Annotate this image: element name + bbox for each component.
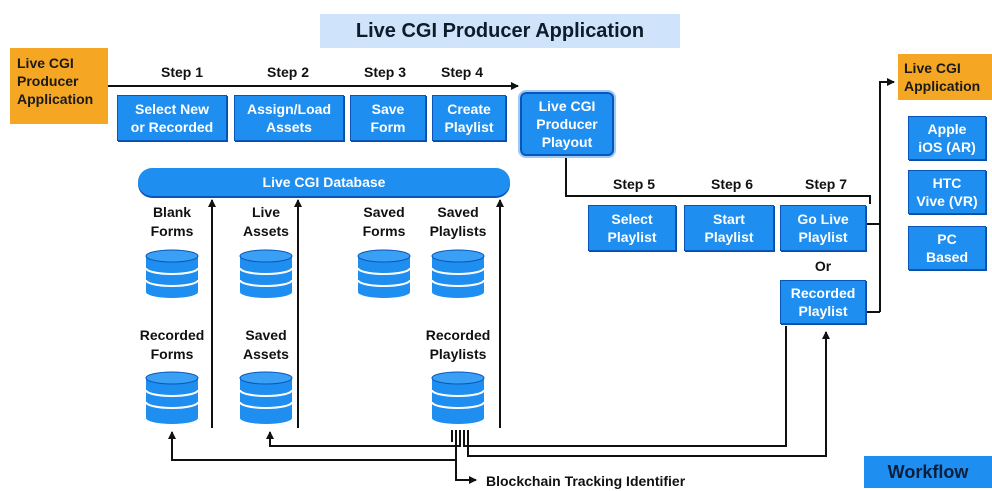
source-app-box: Live CGI Producer Application [10, 48, 108, 124]
platform-htc-line-2: Vive (VR) [916, 193, 978, 209]
source-line-1: Live CGI [17, 55, 74, 71]
saved-playlists-line-2: Playlists [429, 223, 487, 239]
select-playlist-line-1: Select [611, 211, 653, 227]
saved-assets-label: Saved Assets [234, 326, 298, 364]
step-1-label: Step 1 [160, 64, 203, 80]
source-line-2: Producer [17, 73, 79, 89]
saved-playlists-line-1: Saved [437, 204, 479, 220]
saved-forms-label: Saved Forms [352, 203, 416, 241]
target-line-1: Live CGI [904, 60, 961, 76]
step-5-label: Step 5 [612, 176, 655, 192]
saved-playlists-label: Saved Playlists [424, 203, 492, 241]
recorded-playlists-line-1: Recorded [425, 327, 491, 343]
saved-assets-line-2: Assets [243, 346, 289, 362]
blank-forms-line-2: Forms [150, 223, 194, 239]
live-assets-line-1: Live [251, 204, 280, 220]
start-playlist-line-1: Start [713, 211, 745, 227]
recorded-playlist-box: Recorded Playlist [780, 280, 866, 324]
select-new-line-2: or Recorded [130, 119, 214, 135]
start-playlist-line-2: Playlist [704, 229, 754, 245]
recorded-playlist-line-2: Playlist [798, 303, 848, 319]
select-playlist-line-2: Playlist [607, 229, 657, 245]
source-line-3: Application [17, 91, 94, 107]
platform-apple-line-2: iOS (AR) [918, 139, 976, 155]
or-label: Or [814, 258, 832, 274]
playout-line-1: Live CGI [538, 98, 596, 114]
platform-apple-line-1: Apple [927, 121, 967, 137]
step-7-label: Step 7 [804, 176, 847, 192]
playout-line-3: Playout [541, 134, 593, 150]
create-playlist-line-2: Playlist [444, 119, 494, 135]
select-new-line-1: Select New [135, 101, 209, 117]
save-form-line-1: Save [371, 101, 405, 117]
step-4-label: Step 4 [440, 64, 483, 80]
database-bar: Live CGI Database [138, 168, 510, 196]
platform-htc-line-1: HTC [932, 175, 962, 191]
select-playlist-box: Select Playlist [588, 205, 676, 251]
select-new-box: Select New or Recorded [117, 95, 227, 141]
start-playlist-box: Start Playlist [684, 205, 774, 251]
assign-load-box: Assign/Load Assets [234, 95, 344, 141]
recorded-playlists-line-2: Playlists [429, 346, 487, 362]
live-assets-label: Live Assets [234, 203, 298, 241]
recorded-forms-line-1: Recorded [139, 327, 205, 343]
recorded-playlists-label: Recorded Playlists [420, 326, 496, 364]
page-title: Live CGI Producer Application [320, 14, 680, 48]
saved-assets-line-1: Saved [245, 327, 287, 343]
recorded-forms-line-2: Forms [150, 346, 194, 362]
blank-forms-label: Blank Forms [140, 203, 204, 241]
save-form-box: Save Form [350, 95, 426, 141]
save-form-line-2: Form [370, 119, 406, 135]
blank-forms-line-1: Blank [152, 204, 192, 220]
live-assets-line-2: Assets [243, 223, 289, 239]
go-live-line-2: Playlist [798, 229, 848, 245]
assign-load-line-1: Assign/Load [246, 101, 331, 117]
platform-htc-box: HTC Vive (VR) [908, 170, 986, 214]
target-line-2: Application [904, 78, 981, 94]
step-6-label: Step 6 [710, 176, 753, 192]
saved-forms-line-1: Saved [363, 204, 405, 220]
step-2-label: Step 2 [266, 64, 309, 80]
recorded-forms-label: Recorded Forms [132, 326, 212, 364]
create-playlist-line-1: Create [447, 101, 491, 117]
step-3-label: Step 3 [363, 64, 406, 80]
platform-pc-box: PC Based [908, 226, 986, 270]
platform-pc-line-2: Based [925, 249, 969, 265]
blockchain-label: Blockchain Tracking Identifier [486, 473, 686, 489]
recorded-playlist-line-1: Recorded [790, 285, 856, 301]
db-cylinders [145, 249, 485, 424]
platform-pc-line-1: PC [937, 231, 957, 247]
assign-load-line-2: Assets [266, 119, 312, 135]
create-playlist-box: Create Playlist [432, 95, 506, 141]
producer-playout-box: Live CGI Producer Playout [518, 90, 616, 158]
go-live-playlist-box: Go Live Playlist [780, 205, 866, 251]
target-app-box: Live CGI Application [898, 54, 992, 100]
platform-apple-box: Apple iOS (AR) [908, 116, 986, 160]
playout-line-2: Producer [536, 116, 598, 132]
saved-forms-line-2: Forms [362, 223, 406, 239]
go-live-line-1: Go Live [797, 211, 849, 227]
workflow-badge: Workflow [864, 456, 992, 488]
